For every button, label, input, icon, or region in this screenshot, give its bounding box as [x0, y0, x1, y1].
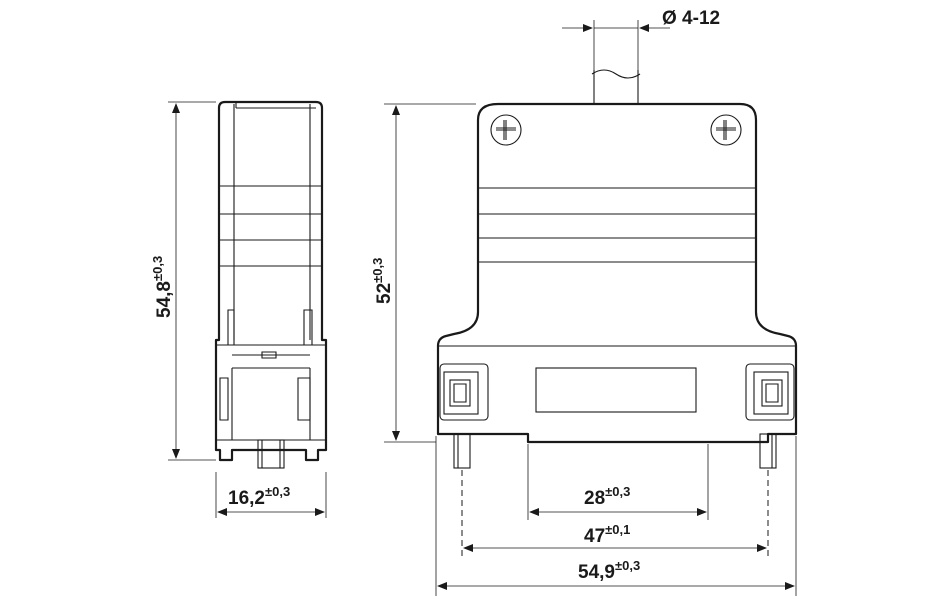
right-pin — [759, 433, 777, 469]
side-width-tolerance: ±0,3 — [265, 484, 290, 499]
overall-width-value: 54,9 — [578, 562, 615, 583]
window-width-value: 28 — [584, 488, 605, 509]
side-height-tolerance: ±0,3 — [150, 256, 165, 281]
right-screw-icon — [710, 114, 742, 146]
front-window — [535, 367, 697, 413]
svg-text:28±0,3: 28±0,3 — [584, 484, 630, 509]
right-lock — [745, 363, 795, 421]
left-lock — [439, 363, 489, 421]
svg-text:47±0,1: 47±0,1 — [584, 522, 630, 547]
cable-diameter-label: Ø 4-12 — [662, 8, 720, 29]
screw-pitch-tolerance: ±0,1 — [605, 522, 630, 537]
cable-stub — [591, 69, 641, 104]
front-height-value: 52 — [374, 283, 395, 304]
side-width-value: 16,2 — [228, 488, 265, 509]
front-height-tolerance: ±0,3 — [370, 258, 385, 283]
window-width-tolerance: ±0,3 — [605, 484, 630, 499]
screw-pitch-dimension: 47±0,1 — [461, 470, 769, 556]
svg-text:52±0,3: 52±0,3 — [370, 258, 395, 304]
side-height-dimension: 54,8±0,3 — [150, 101, 216, 461]
left-pin — [453, 433, 471, 469]
cable-diameter-dimension: Ø 4-12 — [562, 8, 720, 70]
svg-text:16,2±0,3: 16,2±0,3 — [228, 484, 290, 509]
svg-text:54,9±0,3: 54,9±0,3 — [578, 558, 640, 583]
side-view-body — [214, 100, 328, 462]
left-screw-icon — [490, 114, 522, 146]
front-height-dimension: 52±0,3 — [370, 103, 476, 443]
side-view — [214, 100, 328, 469]
side-width-dimension: 16,2±0,3 — [215, 472, 327, 518]
window-width-dimension: 28±0,3 — [527, 444, 709, 520]
front-view — [436, 69, 798, 469]
screw-pitch-value: 47 — [584, 526, 605, 547]
svg-text:54,8±0,3: 54,8±0,3 — [150, 256, 175, 318]
overall-width-tolerance: ±0,3 — [615, 558, 640, 573]
front-upper-housing — [436, 102, 798, 444]
side-height-value: 54,8 — [154, 281, 175, 318]
overall-width-dimension: 54,9±0,3 — [435, 436, 797, 596]
